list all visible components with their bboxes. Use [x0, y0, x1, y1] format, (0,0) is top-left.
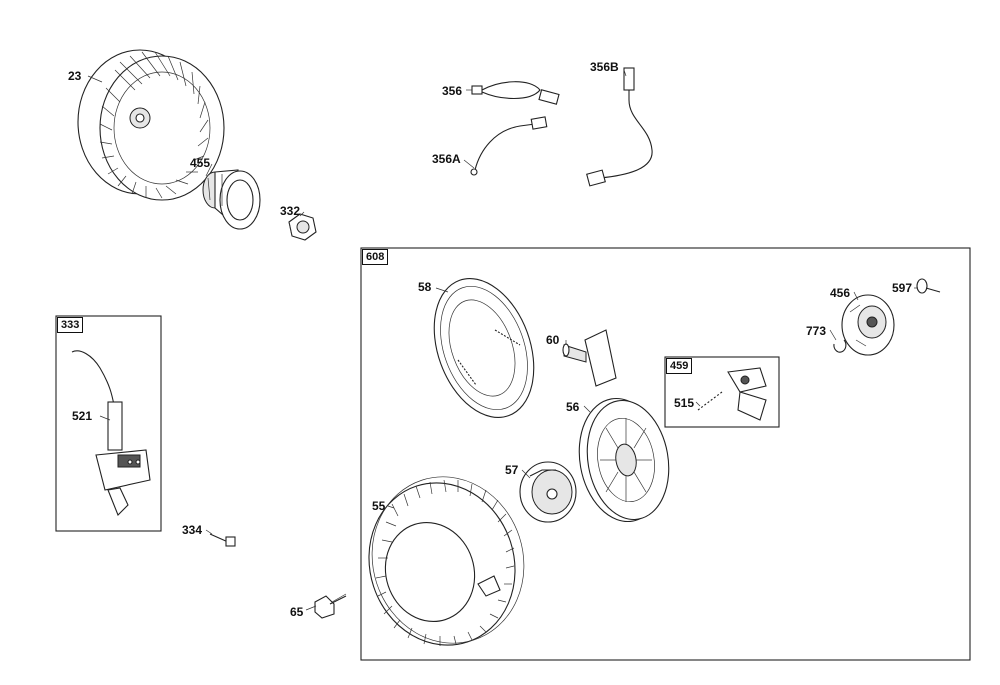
- label-55: 55: [372, 499, 386, 513]
- group-label-608: 608: [362, 249, 389, 265]
- ignition-coil-part-521: [71, 350, 151, 516]
- label-597: 597: [892, 281, 913, 295]
- group-label-333: 333: [57, 317, 84, 333]
- label-356: 356: [442, 84, 463, 98]
- flywheel-part-23: [77, 49, 225, 201]
- label-57: 57: [505, 463, 519, 477]
- spring-cup-part-57: [519, 461, 577, 523]
- screw-part-334: [209, 533, 236, 547]
- label-23: 23: [68, 69, 82, 83]
- retainer-part-456: [841, 294, 895, 356]
- ring-part-773: [833, 339, 847, 353]
- label-456: 456: [830, 286, 851, 300]
- label-356B: 356B: [590, 60, 619, 74]
- spring-part-515: [697, 391, 723, 411]
- label-60: 60: [546, 333, 560, 347]
- label-58: 58: [418, 280, 432, 294]
- label-332: 332: [280, 204, 301, 218]
- label-356A: 356A: [432, 152, 461, 166]
- label-56: 56: [566, 400, 580, 414]
- group-label-459: 459: [666, 358, 693, 374]
- label-521: 521: [72, 409, 93, 423]
- recoil-spring-part-58: [433, 277, 535, 419]
- label-65: 65: [290, 605, 304, 619]
- pulley-part-56: [578, 397, 670, 523]
- label-773: 773: [806, 324, 827, 338]
- group-box-333: [55, 315, 162, 532]
- cup-part-455: [202, 169, 261, 230]
- label-515: 515: [674, 396, 695, 410]
- handle-part-60: [562, 329, 617, 387]
- pawl-part-459: [727, 367, 767, 421]
- group-box-608: [360, 247, 971, 661]
- wire-part-356B: [586, 67, 653, 187]
- label-455: 455: [190, 156, 211, 170]
- leader-lines: [87, 69, 918, 611]
- group-box-459: [664, 356, 780, 428]
- nut-part-332: [288, 213, 317, 241]
- wire-part-356A: [470, 116, 548, 176]
- starter-housing-part-55: [368, 476, 525, 646]
- wire-part-356: [471, 81, 560, 105]
- screw-part-597: [916, 278, 941, 294]
- bolt-part-65: [314, 593, 347, 619]
- label-334: 334: [182, 523, 203, 537]
